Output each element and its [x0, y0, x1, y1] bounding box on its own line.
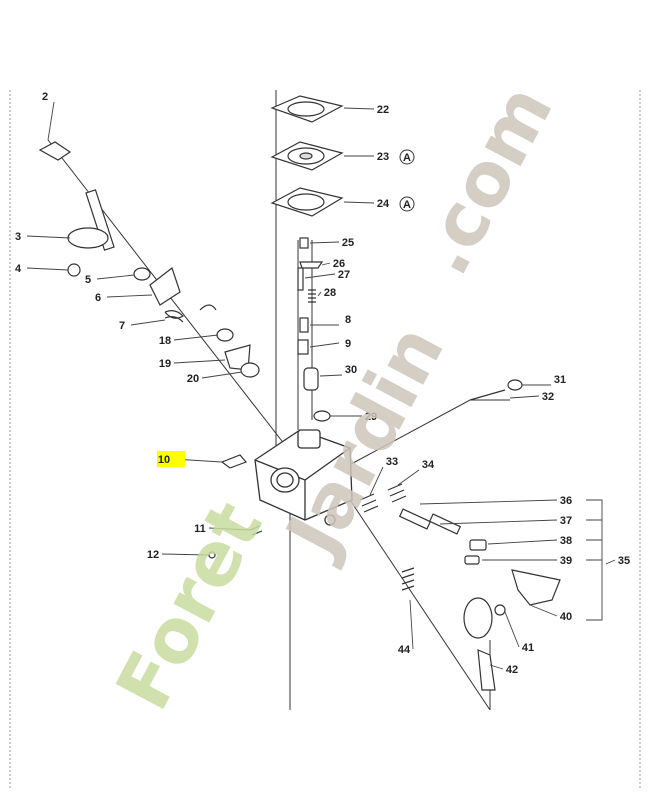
- leader-line-30: [319, 374, 343, 377]
- leader-lines: [26, 101, 616, 670]
- part-label-35: 35: [618, 555, 630, 567]
- diaphragm-23: [270, 141, 344, 171]
- part-label-7: 7: [119, 320, 125, 332]
- part-label-36: 36: [560, 495, 572, 507]
- leader-line-25: [309, 241, 340, 244]
- part-label-8: 8: [345, 314, 351, 326]
- part-label-27: 27: [338, 269, 350, 281]
- leader-line-40: [529, 604, 558, 617]
- leader-line-27: [304, 273, 336, 279]
- group-bracket-35: [586, 499, 603, 621]
- leader-line-12: [161, 553, 210, 556]
- needle-parts: [297, 237, 331, 422]
- part-label-6: 6: [95, 292, 101, 304]
- part-label-23: 23: [377, 151, 389, 163]
- leader-line-24: [343, 201, 375, 204]
- carburetor-body: [254, 429, 353, 526]
- part-label-41: 41: [522, 642, 534, 654]
- leader-line-37: [439, 519, 558, 525]
- leader-line-18: [173, 334, 219, 341]
- leader-line-19: [173, 359, 226, 364]
- part-label-30: 30: [345, 364, 357, 376]
- leader-line-3: [26, 235, 71, 239]
- part-label-18: 18: [159, 335, 171, 347]
- leader-line-7: [130, 319, 166, 326]
- throttle-shaft: [38, 141, 260, 378]
- marker-a-text: A: [403, 199, 411, 211]
- part-label-28: 28: [324, 287, 336, 299]
- leader-line-4: [26, 267, 69, 271]
- lever-assembly: [401, 567, 506, 691]
- part-label-44: 44: [398, 644, 411, 656]
- leader-line-2: [47, 101, 55, 141]
- part-label-33: 33: [386, 456, 398, 468]
- leader-line-22: [343, 107, 375, 110]
- marker-a-24: A: [399, 196, 415, 212]
- leader-line-6: [106, 294, 153, 298]
- part-label-37: 37: [560, 515, 572, 527]
- marker-a-23: A: [399, 149, 415, 165]
- leader-line-11: [208, 527, 251, 531]
- part-label-3: 3: [15, 231, 21, 243]
- part-label-34: 34: [422, 459, 435, 471]
- part-label-9: 9: [345, 338, 351, 350]
- part-label-40: 40: [560, 611, 572, 623]
- watermark-domain: .com: [400, 72, 570, 289]
- part-label-31: 31: [554, 374, 566, 386]
- part-label-11: 11: [194, 523, 206, 535]
- leader-line-41: [504, 611, 520, 648]
- part-label-12: 12: [147, 549, 159, 561]
- watermark: Foret Jardin .com: [100, 72, 570, 724]
- choke-wire: [469, 379, 523, 401]
- leader-line-5: [96, 274, 135, 280]
- leader-line-42: [489, 664, 504, 670]
- part-label-4: 4: [15, 263, 22, 275]
- fuel-elbow-10: [220, 454, 248, 469]
- leader-line-44: [409, 599, 414, 650]
- part-label-19: 19: [159, 358, 171, 370]
- diaphragm-24: [270, 187, 344, 217]
- part-label-5: 5: [85, 274, 91, 286]
- leader-line-9: [309, 342, 340, 348]
- leader-line-35: [605, 559, 616, 565]
- part-label-29: 29: [365, 411, 377, 423]
- part-label-39: 39: [560, 555, 572, 567]
- leader-line-32: [509, 395, 540, 399]
- leader-line-28: [317, 291, 322, 297]
- leader-line-36: [419, 499, 558, 505]
- part-label-26: 26: [333, 258, 345, 270]
- gasket-22: [270, 95, 344, 123]
- leader-line-38: [487, 539, 558, 545]
- marker-a-text: A: [403, 152, 411, 164]
- frame: [9, 90, 641, 790]
- highlight-part-10: [157, 451, 185, 467]
- watermark-brand-part1: Foret: [100, 488, 279, 723]
- part-label-20: 20: [187, 373, 199, 385]
- leader-line-26: [321, 262, 331, 266]
- part-label-22: 22: [377, 104, 389, 116]
- leader-line-33: [369, 466, 384, 496]
- leader-line-34: [397, 469, 420, 486]
- part-label-25: 25: [342, 237, 354, 249]
- part-label-42: 42: [506, 664, 518, 676]
- part-label-24: 24: [377, 198, 390, 210]
- adjusting-screws: [359, 483, 561, 606]
- part-labels: 2345671819201011122223242526272889302931…: [15, 91, 630, 676]
- part-label-38: 38: [560, 535, 572, 547]
- part-label-2: 2: [42, 91, 48, 103]
- leader-line-20: [201, 371, 243, 379]
- part-label-10: 10: [158, 454, 170, 466]
- part-label-32: 32: [542, 391, 554, 403]
